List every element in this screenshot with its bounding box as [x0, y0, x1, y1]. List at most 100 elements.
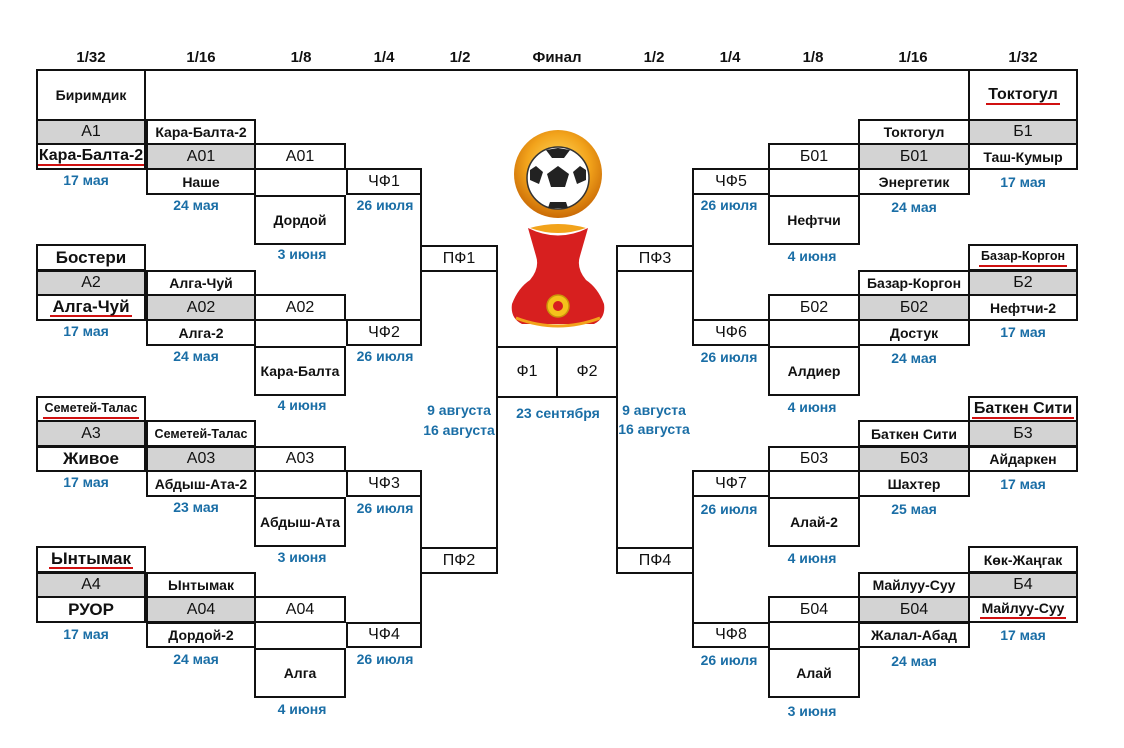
match-code: ЧФ2 — [346, 319, 422, 346]
team-box: Алдиер — [768, 346, 860, 396]
match-date: 17 мая — [63, 323, 109, 339]
team-box: Таш-Кумыр — [968, 143, 1078, 170]
match-date: 24 мая — [891, 653, 937, 669]
bracket-line — [254, 470, 256, 498]
match-code: Б04 — [858, 596, 970, 623]
match-date: 3 июня — [277, 549, 327, 565]
team-box: Баткен Сити — [858, 420, 970, 447]
match-date: 25 мая — [891, 501, 937, 517]
final-match-2: Ф2 — [556, 346, 618, 398]
bracket-line — [146, 69, 968, 71]
bracket-line — [254, 319, 256, 347]
team-box: Нефтчи-2 — [968, 294, 1078, 321]
team-box: Баткен Сити — [968, 396, 1078, 422]
match-code: Б1 — [968, 119, 1078, 145]
team-box: Алга-Чуй — [36, 294, 146, 321]
team-box: Достук — [858, 319, 970, 346]
team-box: Наше — [146, 168, 256, 195]
header-right-r8: 1/8 — [802, 49, 824, 66]
match-date: 26 июля — [356, 348, 414, 364]
match-code: А04 — [254, 596, 346, 623]
match-date: 4 июня — [787, 550, 837, 566]
match-code: А3 — [36, 420, 146, 447]
match-code: А03 — [254, 446, 346, 472]
match-date: 3 июня — [277, 246, 327, 262]
team-box: Базар-Коргон — [968, 244, 1078, 271]
bracket-line — [858, 470, 860, 498]
team-box: Дордой — [254, 195, 346, 245]
team-box: Семетей-Талас — [36, 396, 146, 422]
team-box: Көк-Жаңгак — [968, 546, 1078, 573]
match-code: А02 — [254, 294, 346, 321]
team-box: Семетей-Талас — [146, 420, 256, 447]
match-code: А04 — [146, 596, 256, 623]
team-box: Базар-Коргон — [858, 270, 970, 296]
team-box: Абдыш-Ата-2 — [146, 470, 256, 497]
header-left-r8: 1/8 — [290, 49, 312, 66]
match-code: ЧФ7 — [692, 470, 770, 497]
team-box: Ынтымак — [36, 546, 146, 573]
match-date: 4 июня — [277, 701, 327, 717]
match-date: 26 июля — [700, 197, 758, 213]
match-date: 17 мая — [1000, 476, 1046, 492]
match-date: 26 июля — [700, 349, 758, 365]
header-left-r16: 1/16 — [186, 49, 216, 66]
header-left-sf: 1/2 — [449, 49, 471, 66]
header-left-qf: 1/4 — [373, 49, 395, 66]
match-date: 3 июня — [787, 703, 837, 719]
team-box: Айдаркен — [968, 446, 1078, 472]
match-date: 17 мая — [63, 172, 109, 188]
team-box: Живое — [36, 446, 146, 472]
final-date: 23 сентября — [516, 405, 600, 421]
team-box: Нефтчи — [768, 195, 860, 245]
match-code: А1 — [36, 119, 146, 145]
match-date: 16 августа — [423, 422, 495, 438]
match-code: ПФ1 — [420, 245, 498, 272]
bracket-line — [858, 622, 860, 650]
header-left-r32: 1/32 — [76, 49, 106, 66]
match-date: 4 июня — [787, 399, 837, 415]
match-code: ЧФ5 — [692, 168, 770, 195]
team-box: Ынтымак — [146, 572, 256, 598]
match-date: 17 мая — [1000, 174, 1046, 190]
match-date: 26 июля — [356, 651, 414, 667]
team-box: Алга-Чуй — [146, 270, 256, 296]
match-code: Б01 — [768, 143, 860, 170]
match-date: 26 июля — [356, 500, 414, 516]
bracket-line — [496, 270, 498, 350]
match-date: 24 мая — [173, 197, 219, 213]
cup-trophy-icon — [511, 130, 605, 328]
match-date: 9 августа — [427, 402, 491, 418]
bracket-line — [616, 270, 618, 350]
match-code: А4 — [36, 572, 146, 598]
match-code: А03 — [146, 446, 256, 472]
match-date: 4 июня — [277, 397, 327, 413]
team-box: Майлуу-Суу — [858, 572, 970, 598]
match-code: Б4 — [968, 572, 1078, 598]
match-code: Б3 — [968, 420, 1078, 447]
match-date: 24 мая — [891, 199, 937, 215]
match-code: А02 — [146, 294, 256, 321]
match-code: Б04 — [768, 596, 860, 623]
team-box: Жалал-Абад — [858, 622, 970, 648]
match-date: 24 мая — [173, 348, 219, 364]
match-date: 17 мая — [63, 626, 109, 642]
match-date: 26 июля — [700, 652, 758, 668]
team-box: Бостери — [36, 244, 146, 271]
match-code: ЧФ6 — [692, 319, 770, 346]
header-right-r32: 1/32 — [1008, 49, 1038, 66]
match-code: Б2 — [968, 270, 1078, 296]
team-box: Алай-2 — [768, 497, 860, 547]
match-date: 24 мая — [173, 651, 219, 667]
header-right-qf: 1/4 — [719, 49, 741, 66]
team-box: Дордой-2 — [146, 622, 256, 648]
match-date: 17 мая — [1000, 627, 1046, 643]
team-box: Алай — [768, 648, 860, 698]
match-date: 23 мая — [173, 499, 219, 515]
match-code: Б01 — [858, 143, 970, 170]
final-match-1: Ф1 — [496, 346, 558, 398]
header-final: Финал — [532, 49, 582, 66]
match-code: ПФ3 — [616, 245, 694, 272]
team-box: Абдыш-Ата — [254, 497, 346, 547]
